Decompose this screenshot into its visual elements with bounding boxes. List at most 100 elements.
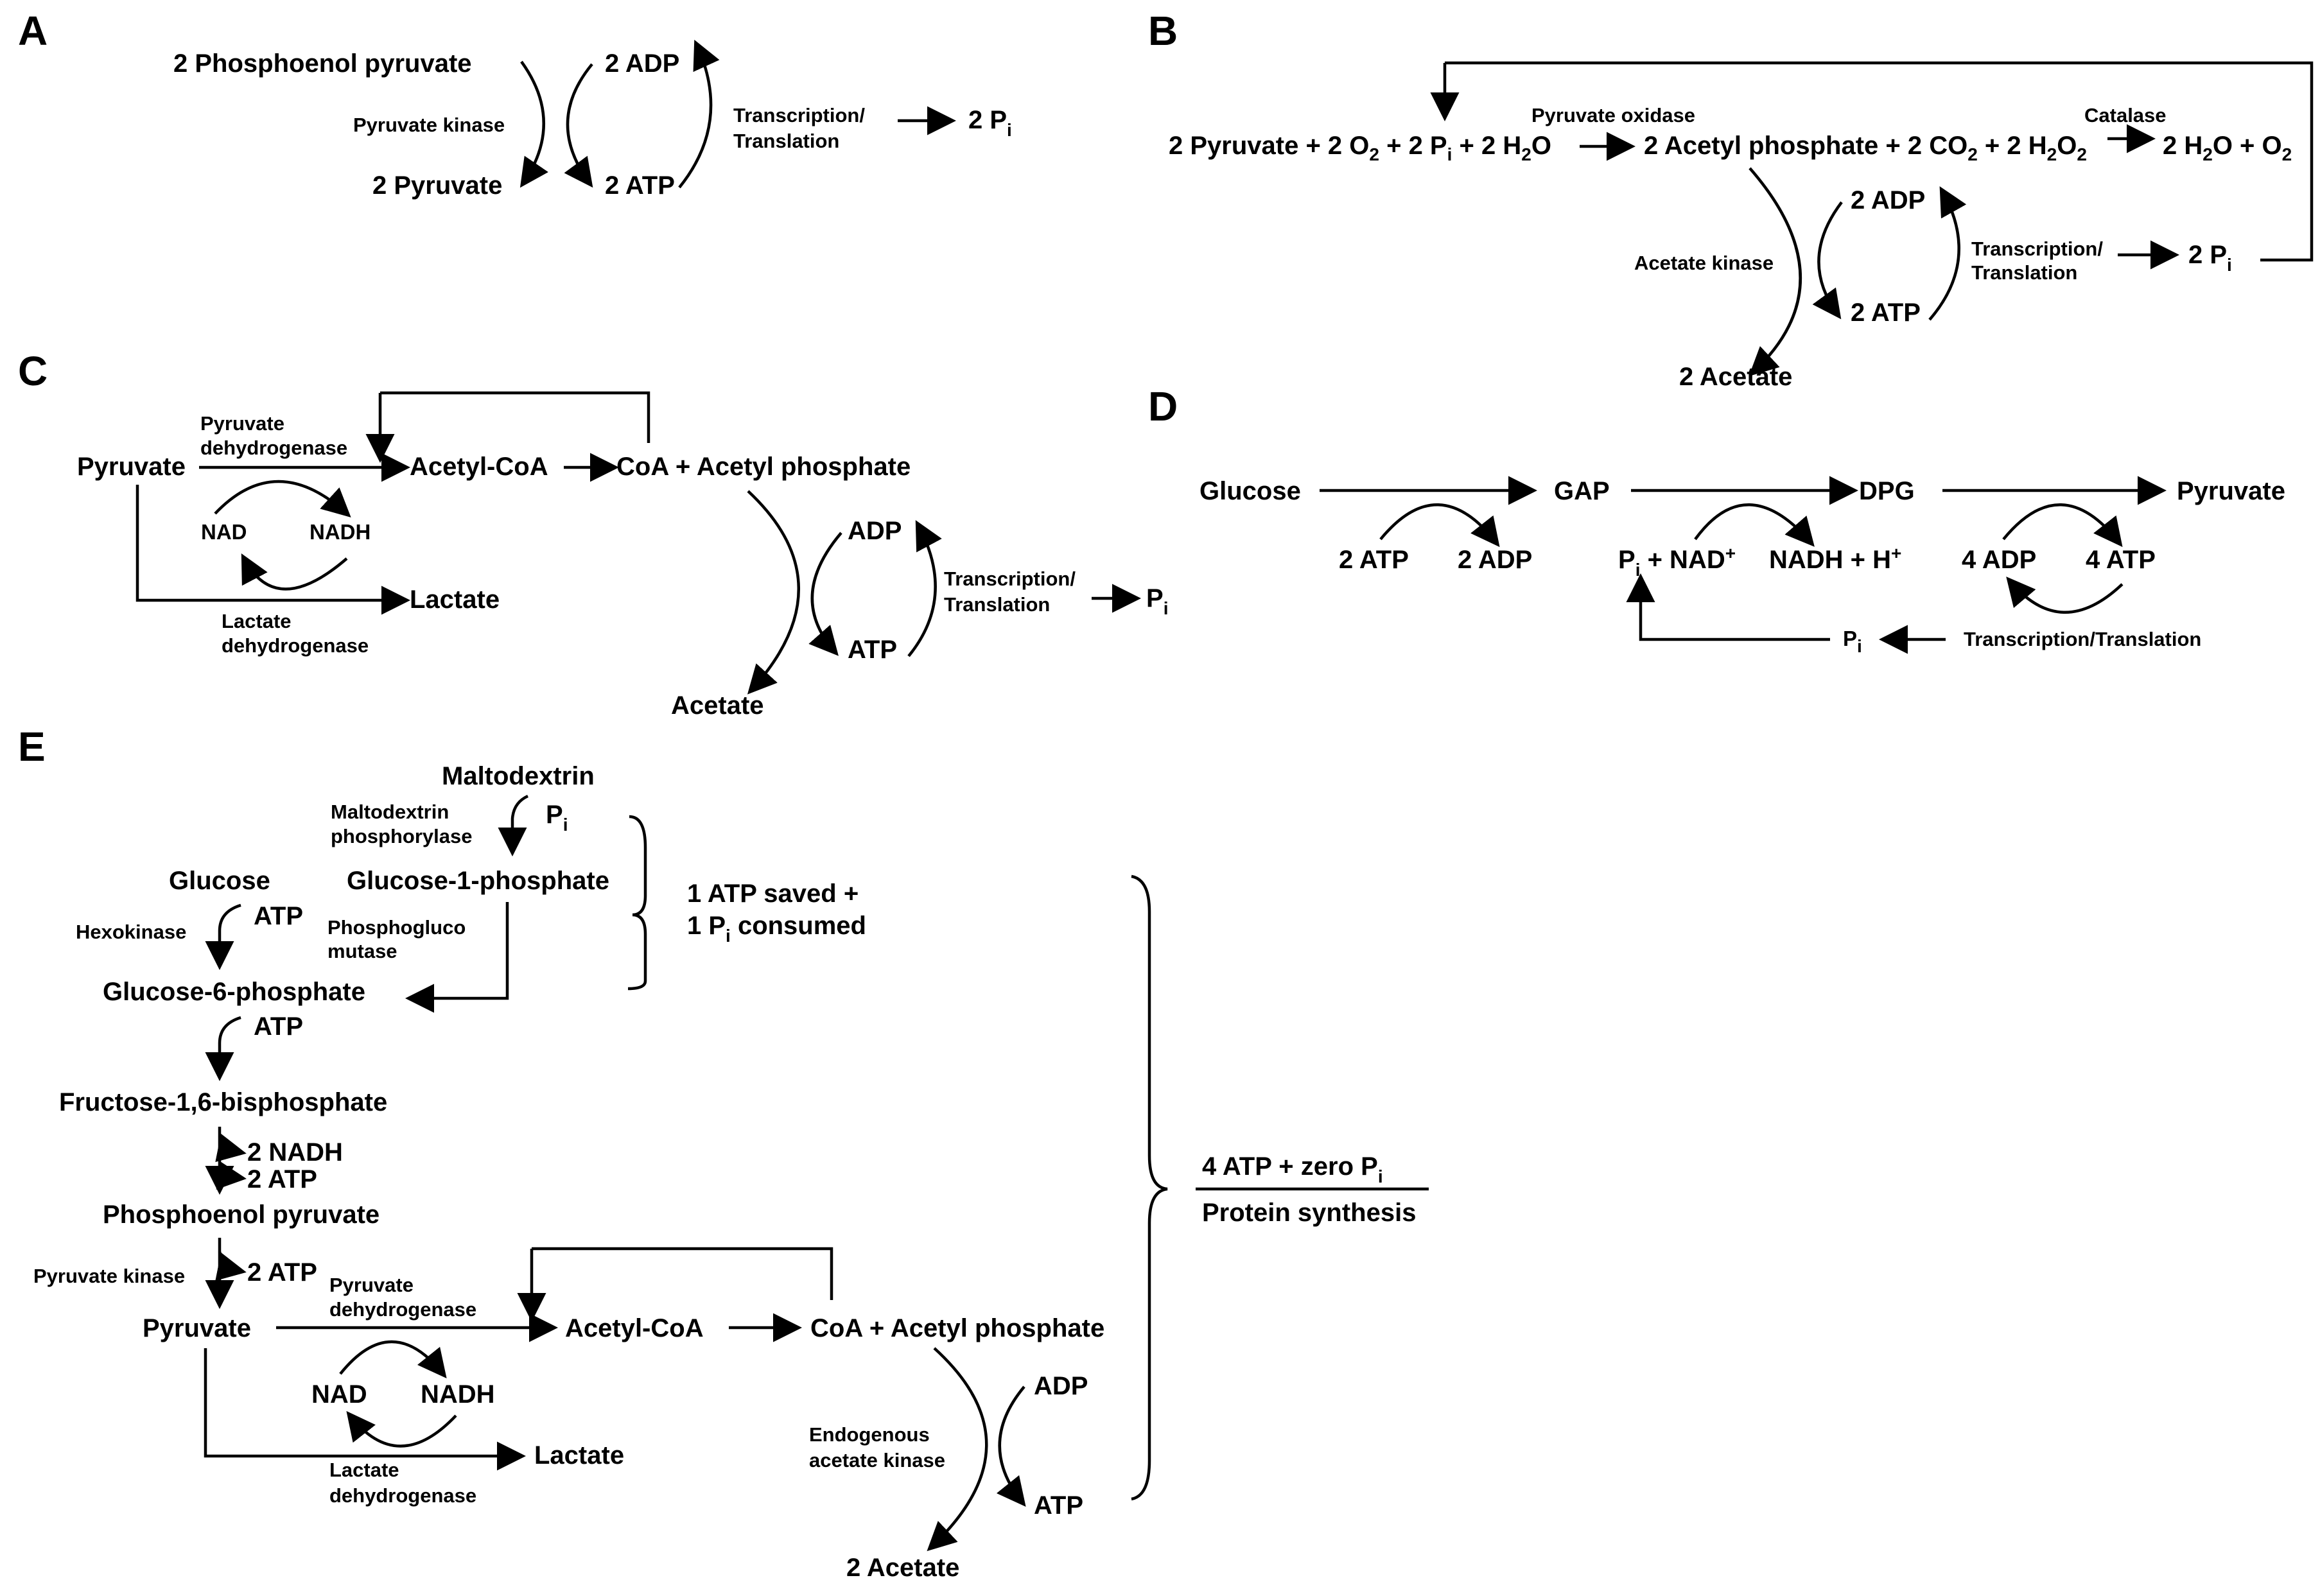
e-acetylcoa: Acetyl-CoA (565, 1314, 704, 1342)
e-pep: Phosphoenol pyruvate (103, 1201, 379, 1229)
e-pyruvate: Pyruvate (143, 1314, 251, 1342)
d-pyruvate: Pyruvate (2177, 477, 2285, 505)
a-atp: 2 ATP (605, 171, 675, 200)
e-ldh-line2: dehydrogenase (329, 1484, 476, 1507)
a-tt-line2: Translation (733, 130, 839, 152)
e-nad: NAD (311, 1380, 367, 1409)
e-saved-line1: 1 ATP saved + (687, 880, 859, 908)
d-glucose: Glucose (1199, 477, 1301, 505)
e-mp-line2: phosphorylase (331, 825, 473, 847)
e-maltodextrin-arrow (498, 794, 529, 856)
e-f16bp: Fructose-1,6-bisphosphate (59, 1088, 387, 1116)
c-nad-to-nadh-arrow (214, 480, 351, 518)
c-lactate-line (135, 485, 360, 602)
d-nad-reduction-arrow (1694, 503, 1815, 547)
e-pk-2atp: 2 ATP (247, 1258, 317, 1287)
b-atp-to-adp-arrow (1928, 186, 1967, 321)
c-nad: NAD (201, 520, 247, 544)
e-coa-feedback-line (532, 1247, 833, 1300)
d-4adp: 4 ADP (1962, 546, 2036, 574)
d-adp-to-atp-arrow (2002, 503, 2123, 548)
d-gap: GAP (1554, 477, 1610, 505)
e-acetate-kinase-arrow (927, 1347, 988, 1552)
c-nadh: NADH (310, 520, 371, 544)
b-adp-to-atp-arrow (1812, 201, 1843, 320)
c-acetylcoa: Acetyl-CoA (410, 453, 548, 481)
c-pdh-line1: Pyruvate (200, 412, 284, 435)
e-maltodextrin: Maltodextrin (442, 762, 595, 790)
d-tt: Transcription/Translation (1964, 628, 2201, 650)
b-pyruvate-oxidase: Pyruvate oxidase (1531, 104, 1695, 126)
e-lactate-line (204, 1348, 494, 1458)
e-2nadh: 2 NADH (247, 1138, 343, 1167)
d-atp-use-arrow (1379, 503, 1500, 548)
e-glucose: Glucose (169, 867, 270, 895)
e-g6p: Glucose-6-phosphate (103, 978, 365, 1006)
e-pgm-line1: Phosphogluco (327, 916, 466, 939)
e-pdh-line2: dehydrogenase (329, 1298, 476, 1321)
e-nadh-branch (215, 1133, 247, 1162)
e-2atp: 2 ATP (247, 1165, 317, 1193)
e-ldh-line1: Lactate (329, 1459, 399, 1481)
a-pep: 2 Phosphoenol pyruvate (173, 49, 472, 78)
b-acetate-kinase: Acetate kinase (1634, 252, 1774, 274)
e-atp: ATP (1034, 1491, 1083, 1520)
panel-label-e: E (18, 724, 46, 770)
d-nadh: NADH + H+ (1769, 543, 1901, 574)
c-coa-feedback-line (380, 391, 650, 443)
c-lactate: Lactate (410, 585, 500, 614)
e-pk: Pyruvate kinase (33, 1265, 185, 1287)
panel-b: B Pyruvate oxidase Catalase 2 Pyruvate +… (1148, 8, 2314, 391)
e-nadh: NADH (421, 1380, 495, 1409)
b-equation-mid: 2 Acetyl phosphate + 2 CO2 + 2 H2O2 (1644, 132, 2087, 164)
e-hexokinase: Hexokinase (76, 921, 186, 943)
e-adp-to-atp-arrow (996, 1385, 1026, 1507)
e-eak-line1: Endogenous (809, 1423, 930, 1446)
c-pdh-line2: dehydrogenase (200, 437, 347, 459)
b-acetate-kinase-arrow (1749, 167, 1802, 377)
e-pfk-arrow (205, 1016, 241, 1081)
d-pi-return-line (1639, 584, 1830, 641)
c-acetate: Acetate (671, 691, 764, 720)
c-coa-acetylphosphate: CoA + Acetyl phosphate (616, 453, 911, 481)
a-tt-line1: Transcription/ (733, 104, 865, 126)
panel-c: C Pyruvate Pyruvate dehydrogenase Acetyl… (18, 348, 1168, 720)
e-pk-atp-branch (215, 1251, 247, 1281)
d-pi: Pi (1843, 627, 1862, 656)
c-pi: Pi (1146, 584, 1168, 618)
e-nad-to-nadh-arrow (339, 1340, 447, 1379)
e-mp-line1: Maltodextrin (331, 801, 449, 823)
b-acetate: 2 Acetate (1679, 363, 1792, 391)
d-dpg: DPG (1859, 477, 1915, 505)
panel-d: D Glucose GAP DPG Pyruvate 2 ATP 2 ADP P… (1148, 383, 2285, 656)
c-ldh-line1: Lactate (222, 610, 292, 632)
c-atp: ATP (848, 636, 897, 664)
a-pi: 2 Pi (968, 106, 1012, 140)
e-hexokinase-arrow (205, 903, 241, 970)
d-4atp: 4 ATP (2086, 546, 2156, 574)
c-adp: ADP (848, 517, 902, 545)
e-net-line2: Protein synthesis (1202, 1199, 1416, 1227)
c-tt-line2: Translation (944, 593, 1050, 616)
b-catalase: Catalase (2084, 104, 2167, 126)
a-pyruvate: 2 Pyruvate (372, 171, 502, 200)
b-adp: 2 ADP (1851, 186, 1925, 214)
e-pgm-line (427, 902, 509, 1000)
c-acetate-kinase-arrow (747, 490, 800, 695)
e-atp-branch (216, 1161, 247, 1190)
b-atp: 2 ATP (1851, 299, 1921, 327)
c-nadh-to-nad-arrow (241, 553, 348, 591)
a-adp-to-atp-arrow (564, 63, 593, 188)
e-eak-line2: acetate kinase (809, 1449, 945, 1471)
panel-label-a: A (18, 8, 48, 54)
e-adp: ADP (1034, 1372, 1088, 1400)
e-acetate: 2 Acetate (846, 1554, 959, 1582)
panel-a: A 2 Phosphoenol pyruvate 2 Pyruvate Pyru… (18, 8, 1012, 200)
c-ldh-line2: dehydrogenase (222, 634, 369, 657)
e-net-line1: 4 ATP + zero Pi (1202, 1152, 1383, 1186)
panel-label-d: D (1148, 383, 1178, 429)
d-atp-to-adp-arrow (2006, 577, 2124, 614)
e-large-brace (1131, 874, 1168, 1501)
e-coa-acetylphosphate: CoA + Acetyl phosphate (810, 1314, 1104, 1342)
